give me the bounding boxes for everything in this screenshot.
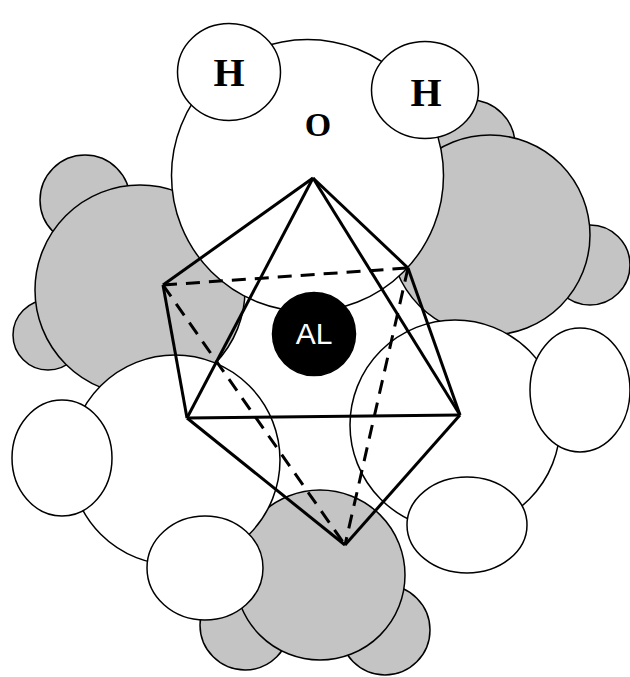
hydrogen-atom <box>147 516 263 620</box>
aluminium-atom: AL <box>271 291 357 377</box>
atom-symbol: AL <box>296 317 333 351</box>
atom-symbol: O <box>305 106 331 144</box>
hydrogen-atom <box>530 328 630 452</box>
atom-symbol: H <box>213 49 244 96</box>
hydrogen-atom <box>12 400 112 516</box>
hydrogen-atom <box>407 477 527 573</box>
hydrogen-atom: H <box>370 40 480 140</box>
atom-symbol: H <box>410 69 441 116</box>
hydrogen-atom: H <box>176 22 282 122</box>
